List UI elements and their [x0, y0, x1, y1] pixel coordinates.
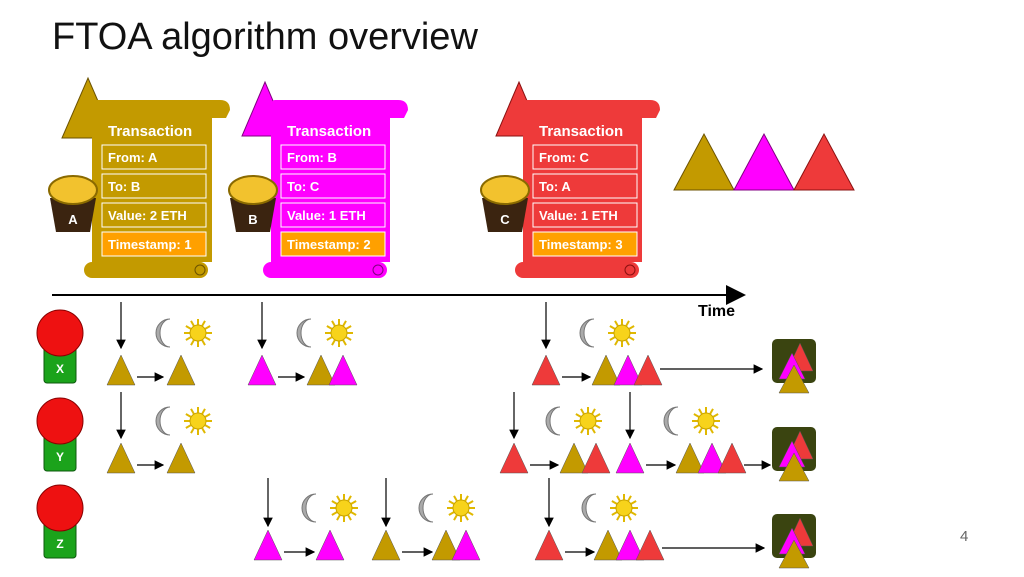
triangle	[166, 442, 196, 474]
moon-sun-icon	[581, 493, 638, 523]
triangle	[635, 529, 665, 561]
tx3-header: Transaction	[539, 123, 623, 140]
transaction-scroll-2: Transaction From: B To: C Value: 1 ETH T…	[228, 80, 408, 278]
triangle	[253, 529, 283, 561]
triangle	[581, 442, 611, 474]
triangle	[615, 442, 645, 474]
node-y: Y	[36, 397, 84, 472]
triangle	[106, 354, 136, 386]
triangle	[315, 529, 345, 561]
moon-sun-icon	[296, 318, 353, 348]
page-title: FTOA algorithm overview	[52, 16, 478, 58]
tx1-value: Value: 2 ETH	[108, 208, 187, 223]
triangle	[675, 442, 705, 474]
moon-sun-icon	[663, 406, 720, 436]
triangle	[531, 354, 561, 386]
triangle	[613, 354, 643, 386]
tx2-to: To: C	[287, 179, 320, 194]
triangle	[431, 529, 461, 561]
triangle	[166, 354, 196, 386]
tx2-from: From: B	[287, 150, 337, 165]
moon-sun-icon	[418, 493, 475, 523]
wallet-b-icon: B	[228, 175, 278, 232]
tx2-timestamp: Timestamp: 2	[287, 237, 371, 252]
node-z: Z	[36, 484, 84, 559]
triangle	[328, 354, 358, 386]
triangle	[451, 529, 481, 561]
wallet-a-icon: A	[48, 175, 98, 232]
triangle	[534, 529, 564, 561]
triangle	[559, 442, 589, 474]
triangle	[778, 539, 810, 569]
tx3-value: Value: 1 ETH	[539, 208, 618, 223]
tx2-header: Transaction	[287, 123, 371, 140]
tx3-from: From: C	[539, 150, 589, 165]
triangle	[499, 442, 529, 474]
wallet-c-icon: C	[480, 175, 530, 232]
triangle	[106, 442, 136, 474]
page-number: 4	[960, 528, 969, 545]
tx1-to: To: B	[108, 179, 140, 194]
node-rows: X Y Z	[36, 302, 816, 569]
moon-sun-icon	[301, 493, 358, 523]
triangle	[697, 442, 727, 474]
tx3-timestamp: Timestamp: 3	[539, 237, 623, 252]
tx1-header: Transaction	[108, 123, 192, 140]
timeline-label: Time	[698, 303, 735, 320]
moon-sun-icon	[579, 318, 636, 348]
ordered-triangles	[673, 132, 855, 191]
triangle	[306, 354, 336, 386]
node-x: X	[36, 309, 84, 384]
wallet-a-label: A	[68, 212, 78, 227]
triangle	[778, 452, 810, 482]
triangle	[593, 529, 623, 561]
triangle	[717, 442, 747, 474]
node-label: Y	[56, 450, 64, 464]
transaction-scroll-1: Transaction From: A To: B Value: 2 ETH T…	[48, 76, 230, 278]
triangle	[633, 354, 663, 386]
moon-sun-icon	[155, 318, 212, 348]
moon-sun-icon	[545, 406, 602, 436]
tx1-from: From: A	[108, 150, 158, 165]
triangle	[778, 364, 810, 394]
wallet-b-label: B	[248, 212, 257, 227]
wallet-c-label: C	[500, 212, 510, 227]
triangle	[591, 354, 621, 386]
node-label: X	[56, 362, 64, 376]
transaction-scroll-3: Transaction From: C To: A Value: 1 ETH T…	[480, 80, 660, 278]
triangle	[615, 529, 645, 561]
tx3-to: To: A	[539, 179, 571, 194]
tx1-timestamp: Timestamp: 1	[108, 237, 192, 252]
node-label: Z	[56, 537, 63, 551]
tx2-value: Value: 1 ETH	[287, 208, 366, 223]
triangle	[371, 529, 401, 561]
triangle	[247, 354, 277, 386]
moon-sun-icon	[155, 406, 212, 436]
